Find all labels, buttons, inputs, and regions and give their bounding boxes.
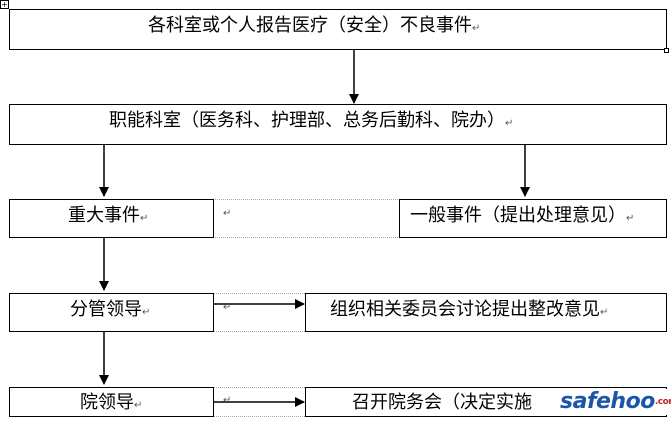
watermark-text: safehoo (560, 389, 655, 414)
box-committee: 组织相关委员会讨论提出整改意见↵ (305, 293, 667, 332)
functional-depts-text: 职能科室（医务科、护理部、总务后勤科、院办） (109, 110, 505, 131)
committee-text: 组织相关委员会讨论提出整改意见 (330, 299, 600, 320)
box-leader-in-charge: 分管领导↵ (9, 293, 214, 332)
paragraph-mark-icon: ↵ (223, 302, 232, 313)
gap-cell-row3 (213, 387, 305, 417)
hospital-leader-text: 院领导 (80, 392, 134, 413)
general-event-text: 一般事件（提出处理意见） (410, 205, 626, 226)
paragraph-mark-icon: ↵ (134, 400, 143, 411)
box-committee-label: 组织相关委员会讨论提出整改意见↵ (330, 301, 608, 319)
box-leader-in-charge-label: 分管领导↵ (70, 301, 150, 319)
gap-cell-row2 (213, 293, 305, 332)
major-event-text: 重大事件 (68, 205, 140, 226)
box-hospital-leader: 院领导↵ (9, 387, 214, 417)
box-meeting-label: 召开院务会（决定实施 (352, 394, 532, 412)
box-general-event-label: 一般事件（提出处理意见）↵ (410, 207, 634, 225)
anchor-icon: + (0, 0, 9, 9)
paragraph-mark-icon: ↵ (505, 118, 514, 129)
gap-cell-row1 (213, 199, 400, 238)
box-report-event-label: 各科室或个人报告医疗（安全）不良事件↵ (148, 17, 480, 35)
safehoo-watermark-logo: safehoo.com (560, 389, 671, 415)
meeting-text: 召开院务会（决定实施 (352, 392, 532, 413)
paragraph-mark-icon: ↵ (472, 23, 481, 34)
box-general-event: 一般事件（提出处理意见）↵ (399, 199, 667, 238)
box-report-event: 各科室或个人报告医疗（安全）不良事件↵ (9, 9, 667, 50)
paragraph-mark-icon: ↵ (140, 213, 149, 224)
paragraph-mark-icon: ↵ (600, 307, 609, 318)
box-functional-depts-label: 职能科室（医务科、护理部、总务后勤科、院办）↵ (109, 112, 513, 130)
resize-handle-icon[interactable] (664, 48, 669, 53)
box-functional-depts: 职能科室（医务科、护理部、总务后勤科、院办）↵ (9, 104, 667, 145)
paragraph-mark-icon: ↵ (223, 208, 232, 219)
paragraph-mark-icon: ↵ (626, 213, 635, 224)
box-major-event: 重大事件↵ (9, 199, 214, 238)
paragraph-mark-icon: ↵ (142, 307, 151, 318)
report-event-text: 各科室或个人报告医疗（安全）不良事件 (148, 15, 472, 36)
watermark-suffix: .com (654, 397, 671, 407)
paragraph-mark-icon: ↵ (223, 395, 232, 406)
leader-in-charge-text: 分管领导 (70, 299, 142, 320)
box-hospital-leader-label: 院领导↵ (80, 394, 142, 412)
box-major-event-label: 重大事件↵ (68, 207, 148, 225)
